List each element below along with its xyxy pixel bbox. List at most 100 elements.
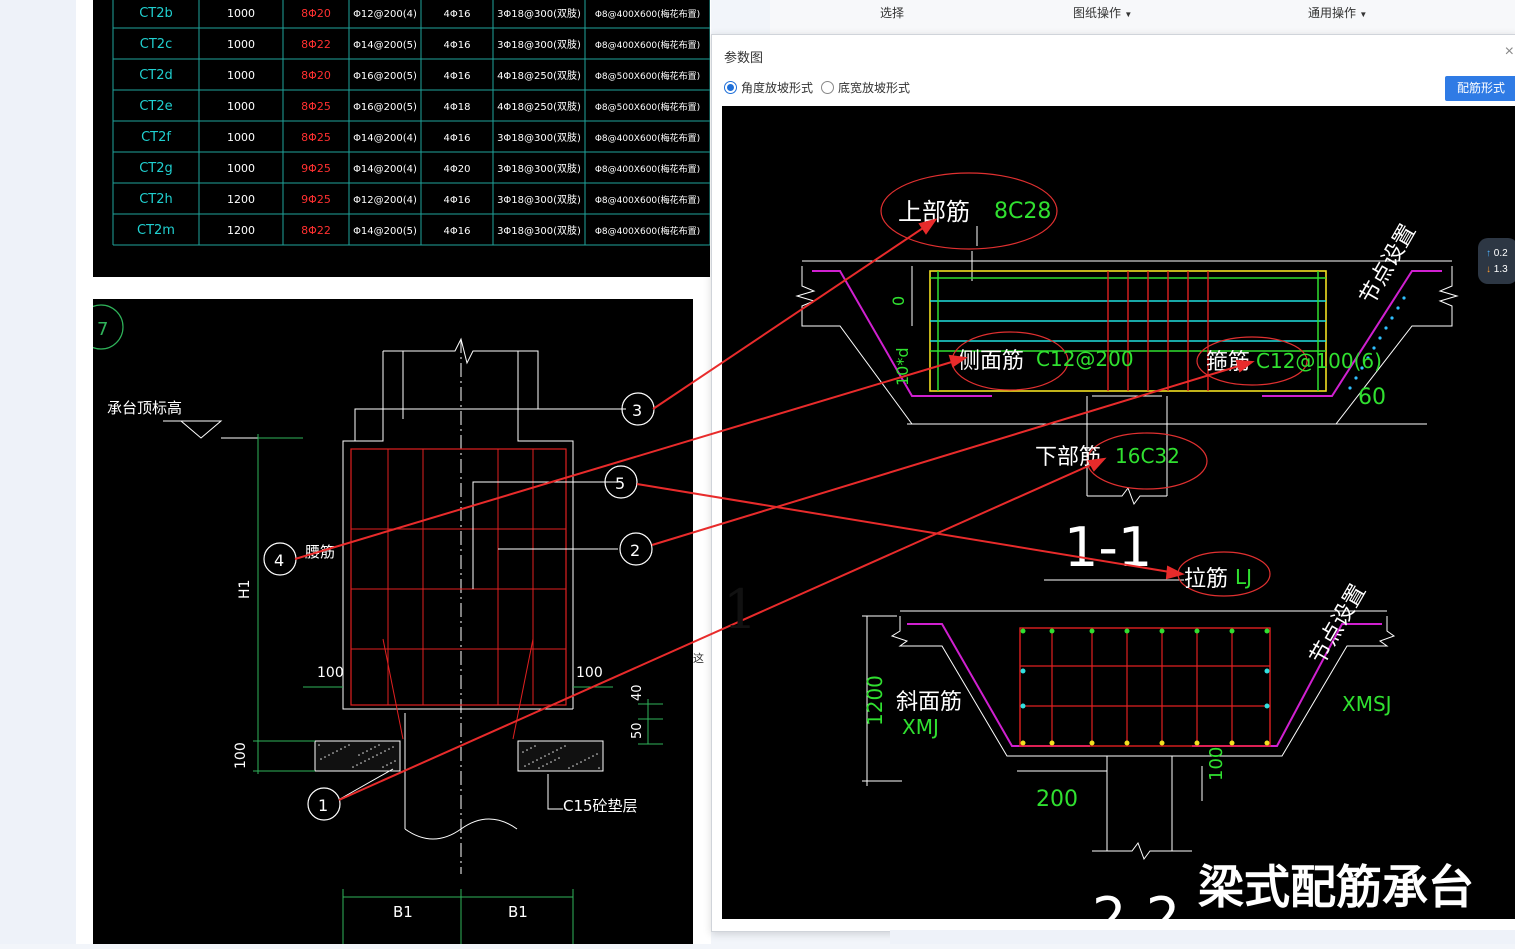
table-cell: 8Φ22 bbox=[301, 38, 331, 51]
slope-bar-value: XMJ bbox=[902, 715, 939, 739]
table-cell: 1000 bbox=[227, 38, 255, 51]
side-bar-label: 侧面筋 bbox=[958, 349, 1024, 374]
bottom-bar-label: 下部筋 bbox=[1035, 445, 1101, 470]
side-indicator: ↑ 0.2 ↓ 1.3 bbox=[1478, 238, 1515, 284]
table-cell: Φ12@200(4) bbox=[353, 195, 417, 206]
table-cell: 4Φ18@250(双肢) bbox=[497, 69, 581, 82]
slope-bar-label: 斜面筋 bbox=[896, 690, 962, 715]
waist-bar-label: 腰筋 bbox=[305, 543, 335, 561]
tie-label: 拉筋 bbox=[1184, 567, 1228, 592]
side-bar-value: C12@200 bbox=[1036, 347, 1134, 371]
pile-cap-section-drawing: 7 承台顶标高 bbox=[78, 304, 663, 944]
table-cell: CT2c bbox=[140, 37, 172, 52]
table-cell: 4Φ18@250(双肢) bbox=[497, 100, 581, 113]
top-toolbar: 选择 图纸操作 ▼ 通用操作 ▼ bbox=[770, 0, 1515, 35]
table-cell: 3Φ18@300(双肢) bbox=[497, 7, 581, 20]
table-cell: 8Φ20 bbox=[301, 69, 331, 82]
table-cell: Φ8@400X600(梅花布置) bbox=[595, 132, 700, 144]
table-cell: 4Φ16 bbox=[444, 71, 471, 82]
up-arrow-icon: ↑ 0.2 bbox=[1486, 248, 1508, 259]
radio-angle-slope[interactable] bbox=[724, 81, 737, 94]
angle-60: 60 bbox=[1358, 385, 1386, 410]
b1-right: B1 bbox=[508, 903, 528, 921]
table-cell: 3Φ18@300(双肢) bbox=[497, 38, 581, 51]
left-sidebar bbox=[0, 0, 76, 944]
section-1-1-title: 1-1 bbox=[1064, 516, 1152, 579]
table-cell: Φ14@200(4) bbox=[353, 164, 417, 175]
dialog-title: 参数图 bbox=[724, 50, 764, 65]
table-cell: 4Φ16 bbox=[444, 226, 471, 237]
bottom-strip bbox=[890, 930, 1515, 944]
table-cell: Φ16@200(5) bbox=[353, 102, 417, 113]
table-cell: Φ8@400X600(梅花布置) bbox=[595, 163, 700, 175]
dim-40: 40 bbox=[630, 684, 645, 701]
drawing-ops-label: 图纸操作 bbox=[1073, 6, 1122, 20]
dim-1200: 1200 bbox=[863, 675, 887, 726]
table-cell: 1000 bbox=[227, 7, 255, 20]
side-down-value: 1.3 bbox=[1493, 264, 1508, 275]
pile-cap-section-image: 7 承台顶标高 bbox=[78, 299, 693, 944]
dim-50: 50 bbox=[630, 722, 645, 739]
table-cell: 3Φ18@300(双肢) bbox=[497, 162, 581, 175]
table-cell: Φ12@200(4) bbox=[353, 9, 417, 20]
top-bar-value: 8C28 bbox=[994, 199, 1051, 224]
table-cell: 9Φ25 bbox=[301, 193, 331, 206]
table-cell: Φ8@400X600(梅花布置) bbox=[595, 225, 700, 237]
stirrup-label: 箍筋 bbox=[1206, 350, 1250, 375]
beam-cap-title: 梁式配筋承台 bbox=[1198, 860, 1474, 914]
parameter-diagram: 上部筋 8C28 侧面筋 C12@200 箍筋 C12@100(6) 下部筋 1… bbox=[722, 106, 1515, 949]
top-elevation-label: 承台顶标高 bbox=[107, 399, 182, 417]
h1-dim: H1 bbox=[237, 580, 253, 599]
select-menu[interactable]: 选择 bbox=[880, 6, 905, 20]
table-cell: Φ16@200(5) bbox=[353, 71, 417, 82]
table-cell: 1000 bbox=[227, 69, 255, 82]
c15-label: C15砼垫层 bbox=[563, 797, 638, 815]
table-cell: 4Φ16 bbox=[444, 195, 471, 206]
dim-0: 0 bbox=[889, 296, 908, 306]
dim-200: 200 bbox=[1036, 787, 1078, 812]
xmsj-label: XMSJ bbox=[1342, 692, 1392, 716]
bottom-bar-value: 16C32 bbox=[1115, 444, 1180, 468]
table-cell: 4Φ18 bbox=[444, 102, 471, 113]
down-arrow-icon: ↓ 1.3 bbox=[1486, 264, 1508, 275]
table-cell: Φ8@500X600(梅花布置) bbox=[595, 101, 700, 113]
table-cell: 1000 bbox=[227, 100, 255, 113]
radio-width-slope-label[interactable]: 底宽放坡形式 bbox=[838, 81, 911, 95]
caret-down-icon: ▼ bbox=[1359, 10, 1368, 19]
callout-1 bbox=[307, 787, 341, 821]
table-cell: Φ14@200(5) bbox=[353, 226, 417, 237]
caret-down-icon: ▼ bbox=[1124, 10, 1133, 19]
axis-mark: 7 bbox=[97, 319, 108, 340]
table-cell: CT2h bbox=[139, 192, 173, 207]
stirrup-value: C12@100(6) bbox=[1256, 349, 1382, 373]
table-cell: CT2b bbox=[139, 6, 173, 21]
callout-4-text: 4 bbox=[274, 551, 284, 570]
drawing-ops-menu[interactable]: 图纸操作 ▼ bbox=[1073, 4, 1132, 21]
table-cell: CT2m bbox=[137, 223, 175, 238]
radio-width-slope[interactable] bbox=[821, 81, 835, 94]
table-cell: Φ14@200(4) bbox=[353, 133, 417, 144]
common-ops-menu[interactable]: 通用操作 ▼ bbox=[1308, 4, 1367, 21]
table-cell: 1000 bbox=[227, 162, 255, 175]
table-cell: 8Φ22 bbox=[301, 224, 331, 237]
table-cell: 9Φ25 bbox=[301, 162, 331, 175]
dim-100-left: 100 bbox=[317, 665, 344, 681]
table-cell: CT2e bbox=[139, 99, 172, 114]
table-cell: CT2f bbox=[141, 130, 171, 145]
table-cell: 4Φ16 bbox=[444, 9, 471, 20]
table-cell: CT2g bbox=[139, 161, 173, 176]
rebar-form-button[interactable]: 配筋形式 bbox=[1445, 76, 1515, 101]
callout-5-text: 5 bbox=[615, 474, 625, 493]
dim-100: 100 bbox=[1206, 747, 1227, 781]
radio-angle-slope-label[interactable]: 角度放坡形式 bbox=[741, 81, 814, 95]
table-cell: 4Φ16 bbox=[444, 133, 471, 144]
tie-value: LJ bbox=[1235, 565, 1252, 589]
table-cell: Φ8@400X600(梅花布置) bbox=[595, 8, 700, 20]
b1-left: B1 bbox=[393, 903, 413, 921]
table-cell: 8Φ25 bbox=[301, 131, 331, 144]
table-cell: 1000 bbox=[227, 131, 255, 144]
close-icon[interactable]: × bbox=[1504, 43, 1514, 60]
c15-pad-left bbox=[314, 740, 401, 772]
table-cell: 3Φ18@300(双肢) bbox=[497, 131, 581, 144]
